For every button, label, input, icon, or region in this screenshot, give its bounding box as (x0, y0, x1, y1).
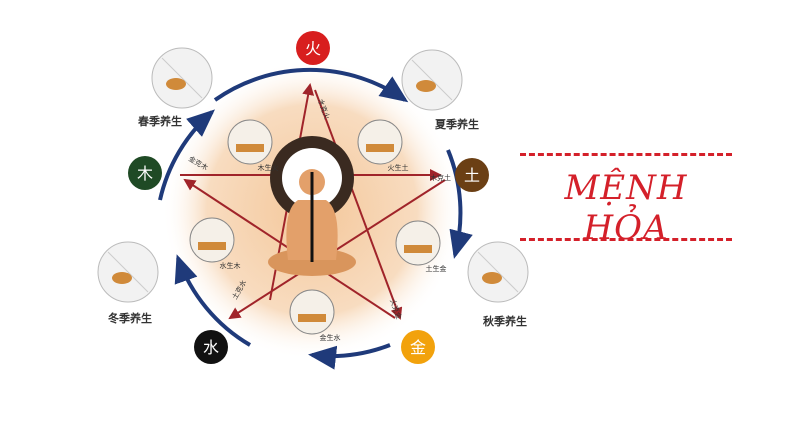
dashed-divider-top (520, 153, 732, 156)
element-circle (296, 31, 330, 65)
element-circle (128, 156, 162, 190)
image-detail (477, 251, 519, 293)
element-label: 木 (137, 164, 153, 183)
meditating-figure (268, 136, 356, 276)
image-detail (411, 59, 453, 101)
cycle-arrow (446, 149, 473, 259)
control-arrow (228, 179, 446, 320)
generating-image (289, 289, 335, 335)
cycle-arrow (308, 343, 391, 370)
element-circles: 火土金 水 木 (128, 31, 489, 364)
image-detail (366, 144, 394, 152)
element-label: 水 (203, 338, 219, 357)
season-label: 冬季养生 (108, 311, 152, 325)
cycle-arrow (213, 67, 409, 103)
generating-label: 土生金 (426, 264, 447, 273)
cycle-arrow (174, 254, 252, 347)
image-detail (112, 272, 132, 284)
element-label: 金 (410, 338, 426, 357)
image-detail (482, 272, 502, 284)
element-circle (455, 158, 489, 192)
element-label: 土 (464, 166, 480, 185)
dashed-divider-bottom (520, 238, 732, 241)
image-detail (107, 251, 149, 293)
generating-label: 火生土 (388, 163, 409, 172)
image-detail (198, 242, 226, 250)
element-circle (401, 330, 435, 364)
page-title: MỆNH HỎA (564, 168, 688, 248)
image-detail (166, 78, 186, 90)
generating-label: 金生水 (320, 333, 341, 342)
element-label: 火 (305, 39, 321, 58)
element-circle (194, 330, 228, 364)
image-detail (416, 80, 436, 92)
generating-label: 水生木 (220, 261, 241, 270)
season-cycle-arrows (158, 67, 473, 370)
season-label: 夏季养生 (435, 117, 479, 131)
season-label: 春季养生 (138, 114, 182, 128)
generating-image (357, 119, 403, 165)
image-detail (161, 57, 203, 99)
control-arrow (314, 89, 403, 320)
cycle-arrow (158, 109, 216, 201)
image-detail (236, 144, 264, 152)
generating-image (227, 119, 273, 165)
image-detail (404, 245, 432, 253)
image-detail (298, 314, 326, 322)
generating-image (189, 217, 235, 263)
generating-label: 木生火 (258, 163, 279, 172)
controlling-label: 木克土 (430, 173, 451, 182)
generating-image (395, 220, 441, 266)
season-label: 秋季养生 (483, 314, 527, 328)
